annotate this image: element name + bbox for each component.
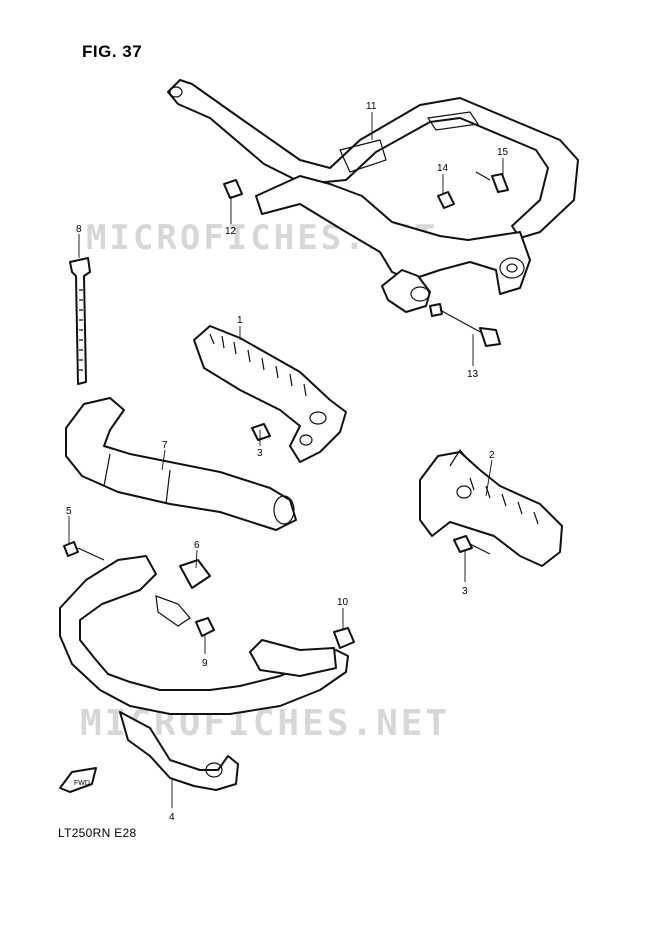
callout-14: 14 bbox=[437, 163, 449, 174]
part-footrest-left bbox=[419, 448, 563, 567]
part-bolt-12 bbox=[223, 179, 243, 199]
part-bolt-13 bbox=[429, 303, 501, 347]
callout-3a: 3 bbox=[257, 448, 263, 459]
part-rear-frame bbox=[167, 79, 579, 313]
part-bolt-3a bbox=[251, 423, 271, 441]
callout-2: 2 bbox=[489, 450, 495, 461]
part-bolt-15 bbox=[475, 171, 509, 193]
part-footrest-right bbox=[193, 325, 347, 463]
part-bolt-5 bbox=[63, 541, 105, 561]
callout-6: 6 bbox=[194, 540, 200, 551]
callout-9: 9 bbox=[202, 658, 208, 669]
fwd-arrow-icon: FWD bbox=[59, 767, 97, 793]
part-bolt-3b bbox=[453, 535, 491, 555]
part-nut-9 bbox=[195, 617, 215, 637]
part-collar-6 bbox=[179, 559, 211, 589]
callout-7: 7 bbox=[162, 440, 168, 451]
figure-title: FIG. 37 bbox=[82, 42, 143, 61]
callout-11: 11 bbox=[366, 101, 377, 112]
fwd-label: FWD bbox=[74, 780, 90, 787]
callout-13: 13 bbox=[467, 369, 479, 380]
callout-8: 8 bbox=[76, 224, 82, 235]
callout-15: 15 bbox=[497, 147, 509, 158]
callout-4: 4 bbox=[169, 812, 175, 823]
part-cable-tie bbox=[69, 257, 91, 385]
part-nut-14 bbox=[437, 191, 455, 209]
callout-3b: 3 bbox=[462, 586, 468, 597]
callout-1: 1 bbox=[237, 315, 243, 326]
part-heat-guard bbox=[65, 397, 297, 531]
model-code: LT250RN E28 bbox=[58, 826, 137, 840]
part-nut-10 bbox=[333, 627, 355, 649]
leader-lines bbox=[68, 112, 504, 808]
callout-5: 5 bbox=[66, 506, 72, 517]
callout-10: 10 bbox=[337, 597, 349, 608]
callout-12: 12 bbox=[225, 226, 237, 237]
part-front-guard bbox=[59, 555, 349, 791]
